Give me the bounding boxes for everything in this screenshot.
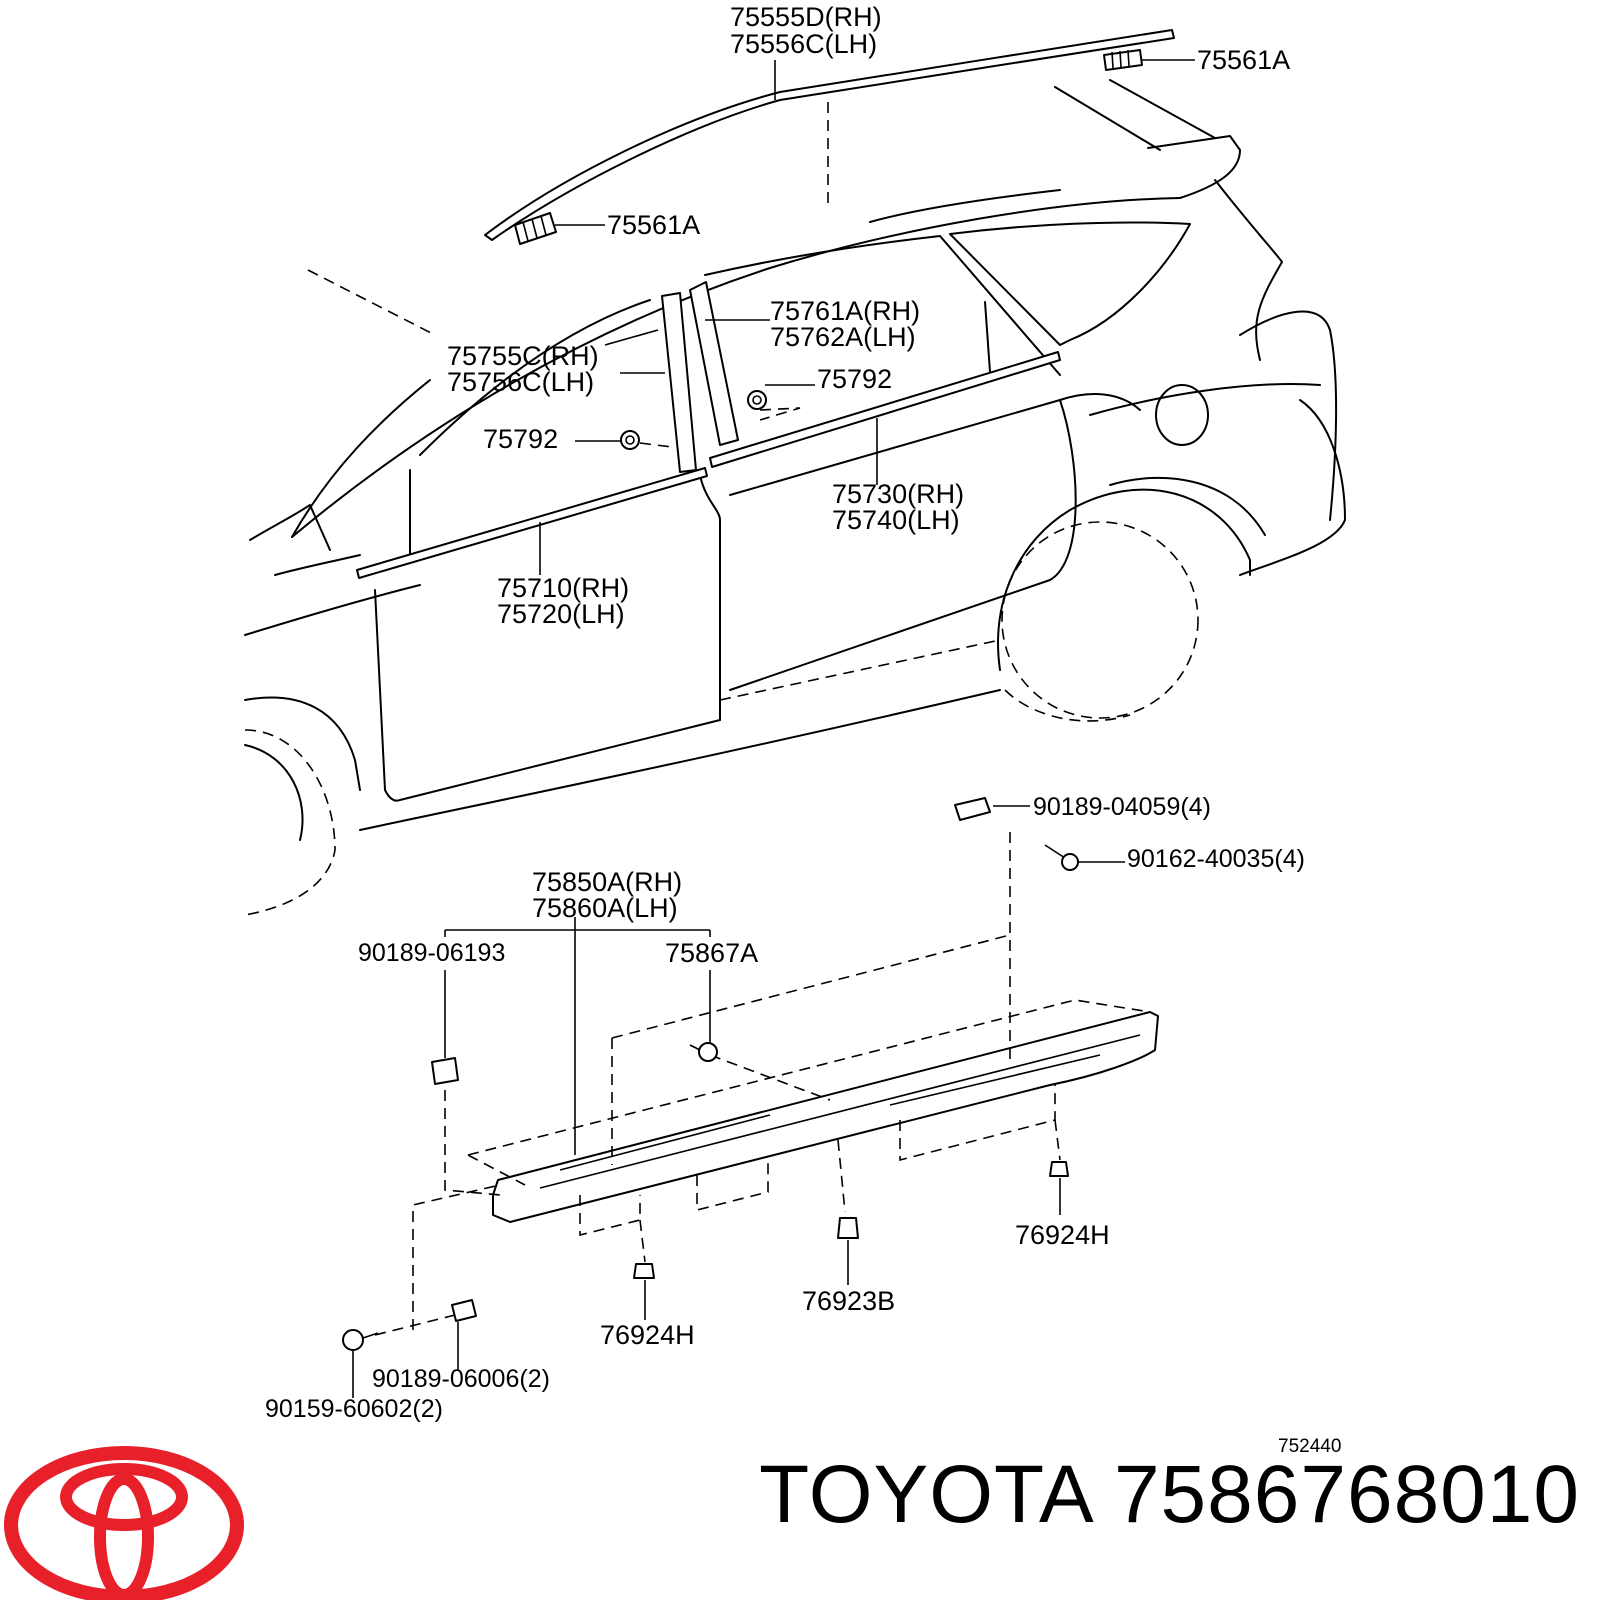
rocker-projection-left	[467, 1154, 526, 1186]
clip-left-dash	[444, 1090, 501, 1196]
part-number: 7586768010	[1113, 1449, 1580, 1540]
label-clip-76923b: 76923B	[802, 1286, 895, 1316]
label-clip-left: 90189-06193	[358, 939, 505, 967]
clip-76923b-part	[837, 1217, 859, 1239]
pillar-rear-part	[689, 281, 739, 446]
screw-90159-part	[342, 1329, 379, 1351]
brand-name: TOYOTA	[759, 1449, 1091, 1540]
screw-to-clip-dash	[374, 1314, 456, 1336]
leader-lines	[307, 59, 1195, 1398]
pillar-front-part	[661, 292, 697, 473]
label-roof-molding-lh: 75556C(LH)	[730, 29, 877, 59]
label-clip-75792-front: 75792	[483, 424, 558, 454]
car-body-outline	[244, 79, 1346, 916]
label-pillar-rear-lh: 75762A(LH)	[770, 322, 916, 352]
label-front-belt-lh: 75720(LH)	[497, 599, 625, 629]
roof-clip-rear-part	[1103, 49, 1143, 71]
clip-76923b-dash	[837, 1139, 846, 1213]
clip-90189-06006-part	[451, 1299, 477, 1322]
label-clip-76924h-mid: 76924H	[600, 1320, 695, 1350]
clip-75792-rear-part	[747, 390, 767, 410]
label-front-belt-rh: 75710(RH)	[497, 573, 629, 603]
clip-76924h-right-part	[1049, 1161, 1069, 1177]
label-rocker-lh: 75860A(LH)	[532, 893, 678, 923]
label-pillar-front-rh: 75755C(RH)	[447, 341, 599, 371]
rocker-projection-top	[467, 999, 1151, 1156]
clip-75867a-part	[689, 1042, 718, 1062]
toyota-logo-icon	[4, 1446, 244, 1600]
label-pillar-front-lh: 75756C(LH)	[447, 367, 594, 397]
front-belt-molding-part	[356, 467, 708, 579]
label-roof-molding-rh: 75555D(RH)	[730, 2, 882, 32]
clip-left-part	[431, 1057, 459, 1085]
label-roof-clip-front: 75561A	[607, 210, 700, 240]
clip-pocket-3	[899, 1085, 1056, 1162]
label-clip-90189-06006: 90189-06006(2)	[372, 1365, 550, 1393]
clip-76924h-mid-part	[633, 1263, 655, 1279]
label-clip-75867a: 75867A	[665, 938, 758, 968]
label-rear-belt-rh: 75730(RH)	[832, 479, 964, 509]
clip-pocket-1	[579, 1195, 641, 1237]
clip-76924h-mid-dash	[639, 1219, 646, 1263]
clip-75792-front-part	[620, 430, 640, 450]
screw-top-part	[1044, 844, 1079, 871]
label-clip-75792-rear: 75792	[817, 364, 892, 394]
screw-lower-dash	[412, 1184, 501, 1330]
label-clip-top: 90189-04059(4)	[1033, 793, 1211, 821]
roof-molding-part	[484, 29, 1175, 241]
label-roof-clip-rear: 75561A	[1197, 45, 1290, 75]
label-screw-90159: 90159-60602(2)	[265, 1395, 443, 1423]
label-clip-76924h-right: 76924H	[1015, 1220, 1110, 1250]
roof-clip-front-part	[514, 212, 557, 245]
label-rear-belt-lh: 75740(LH)	[832, 505, 960, 535]
label-rocker-rh: 75850A(RH)	[532, 867, 682, 897]
diagram-reference-number: 752440	[1278, 1436, 1341, 1457]
label-pillar-rear-rh: 75761A(RH)	[770, 296, 920, 326]
clip-75867a-dash	[709, 1054, 831, 1101]
clip-76924h-right-dash	[1054, 1119, 1061, 1161]
clip-top-part	[954, 797, 991, 821]
label-screw-top: 90162-40035(4)	[1127, 845, 1305, 873]
rocker-panel-part	[492, 1011, 1159, 1223]
brand-part-number-line: TOYOTA 7586768010	[720, 1448, 1580, 1558]
rear-belt-molding-part	[709, 351, 1061, 468]
rocker-projection-upper	[611, 934, 1011, 1039]
